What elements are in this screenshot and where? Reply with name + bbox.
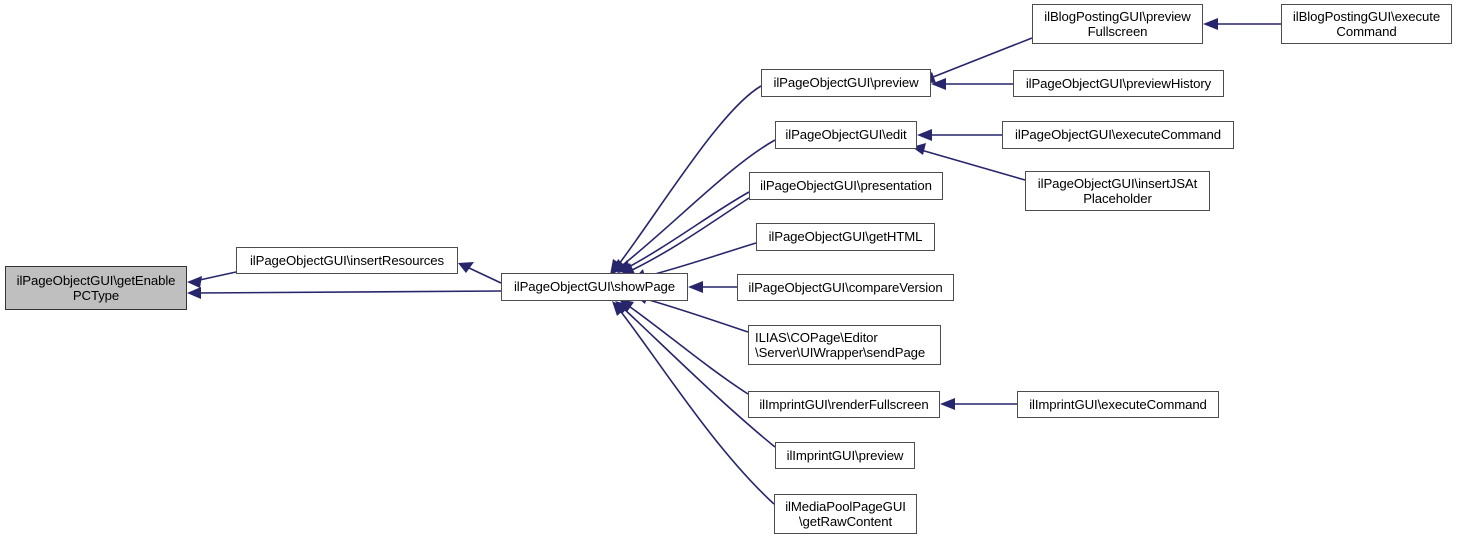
arrowhead-icon xyxy=(612,301,626,316)
graph-node-getRawContent[interactable]: ilMediaPoolPageGUI \getRawContent xyxy=(774,494,917,534)
graph-node-label: ilImprintGUI\executeCommand xyxy=(1029,396,1207,412)
call-edge-previewHistory-to-preview xyxy=(931,78,1013,90)
graph-node-presentation[interactable]: ilPageObjectGUI\presentation xyxy=(749,172,943,200)
arrowhead-icon xyxy=(1203,18,1218,30)
arrowhead-icon xyxy=(917,129,932,141)
arrowhead-icon xyxy=(688,281,703,293)
graph-node-label: ilMediaPoolPageGUI \getRawContent xyxy=(785,498,906,530)
call-edge-getRawContent-to-showPage xyxy=(612,301,775,505)
call-edge-showPage-to-insertResources xyxy=(458,262,502,284)
graph-node-previewFullscreen[interactable]: ilBlogPostingGUI\preview Fullscreen xyxy=(1032,4,1203,44)
graph-node-blogExecuteCommand[interactable]: ilBlogPostingGUI\execute Command xyxy=(1281,4,1452,44)
graph-node-label: ilPageObjectGUI\compareVersion xyxy=(748,279,943,295)
graph-node-label: ilPageObjectGUI\presentation xyxy=(760,178,932,194)
graph-node-getEnablePCType[interactable]: ilPageObjectGUI\getEnable PCType xyxy=(5,266,187,310)
graph-node-imprintPreview[interactable]: ilImprintGUI\preview xyxy=(775,442,915,469)
graph-node-sendPage[interactable]: ILIAS\COPage\Editor \Server\UIWrapper\se… xyxy=(748,325,941,365)
graph-node-getHTML[interactable]: ilPageObjectGUI\getHTML xyxy=(756,223,935,251)
arrowhead-icon xyxy=(620,263,635,276)
graph-node-previewHistory[interactable]: ilPageObjectGUI\previewHistory xyxy=(1013,70,1224,97)
call-edge-preview-to-showPage xyxy=(610,85,762,275)
graph-node-label: ilImprintGUI\renderFullscreen xyxy=(759,396,929,412)
graph-node-label: ilPageObjectGUI\edit xyxy=(785,127,907,143)
graph-node-label: ilPageObjectGUI\showPage xyxy=(513,279,676,295)
arrowhead-icon xyxy=(458,262,474,273)
graph-node-insertResources[interactable]: ilPageObjectGUI\insertResources xyxy=(236,247,458,274)
call-edge-imprintPreview-to-showPage xyxy=(615,301,776,448)
call-edge-insertResources-to-getEnablePCType xyxy=(187,271,237,288)
arrowhead-icon xyxy=(612,259,627,274)
call-edge-presentation-to-showPage xyxy=(620,197,750,276)
graph-node-pageExecuteCommand[interactable]: ilPageObjectGUI\executeCommand xyxy=(1002,121,1234,149)
call-edge-imprintExecuteCommand-to-renderFullscreen xyxy=(940,398,1017,410)
arrowhead-icon xyxy=(187,287,201,299)
graph-node-showPage[interactable]: ilPageObjectGUI\showPage xyxy=(501,273,688,301)
call-edge-presentation-to-showPage xyxy=(617,191,750,273)
arrowhead-icon xyxy=(187,276,202,288)
graph-node-label: ilBlogPostingGUI\execute Command xyxy=(1292,8,1441,40)
graph-node-compareVersion[interactable]: ilPageObjectGUI\compareVersion xyxy=(737,274,954,301)
graph-node-label: ilPageObjectGUI\getEnable PCType xyxy=(16,272,176,304)
graph-node-label: ILIAS\COPage\Editor \Server\UIWrapper\se… xyxy=(755,329,926,361)
graph-node-label: ilPageObjectGUI\getHTML xyxy=(768,229,923,245)
call-edge-renderFullscreen-to-showPage xyxy=(619,299,749,395)
graph-node-insertJSAtPlaceholder[interactable]: ilPageObjectGUI\insertJSAt Placeholder xyxy=(1025,171,1210,211)
graph-node-imprintExecuteCommand[interactable]: ilImprintGUI\executeCommand xyxy=(1017,391,1219,418)
graph-node-label: ilPageObjectGUI\insertJSAt Placeholder xyxy=(1037,175,1198,207)
graph-node-edit[interactable]: ilPageObjectGUI\edit xyxy=(775,121,917,149)
graph-node-label: ilPageObjectGUI\insertResources xyxy=(249,252,445,268)
graph-node-label: ilImprintGUI\preview xyxy=(786,447,904,463)
graph-node-label: ilPageObjectGUI\preview xyxy=(773,75,919,91)
graph-node-renderFullscreen[interactable]: ilImprintGUI\renderFullscreen xyxy=(748,391,940,418)
graph-node-label: ilPageObjectGUI\previewHistory xyxy=(1025,75,1212,91)
call-edge-compareVersion-to-showPage xyxy=(688,281,737,293)
graph-node-preview[interactable]: ilPageObjectGUI\preview xyxy=(761,69,931,97)
graph-node-label: ilBlogPostingGUI\preview Fullscreen xyxy=(1044,8,1191,40)
arrowhead-icon xyxy=(940,398,955,410)
call-edge-edit-to-showPage xyxy=(612,139,776,274)
arrowhead-icon xyxy=(931,78,946,90)
call-edge-showPage-to-getEnablePCType xyxy=(187,287,502,299)
graph-node-label: ilPageObjectGUI\executeCommand xyxy=(1015,127,1221,143)
call-edge-blogExecuteCommand-to-previewFullscreen xyxy=(1203,18,1281,30)
call-edge-pageExecuteCommand-to-edit xyxy=(917,129,1002,141)
